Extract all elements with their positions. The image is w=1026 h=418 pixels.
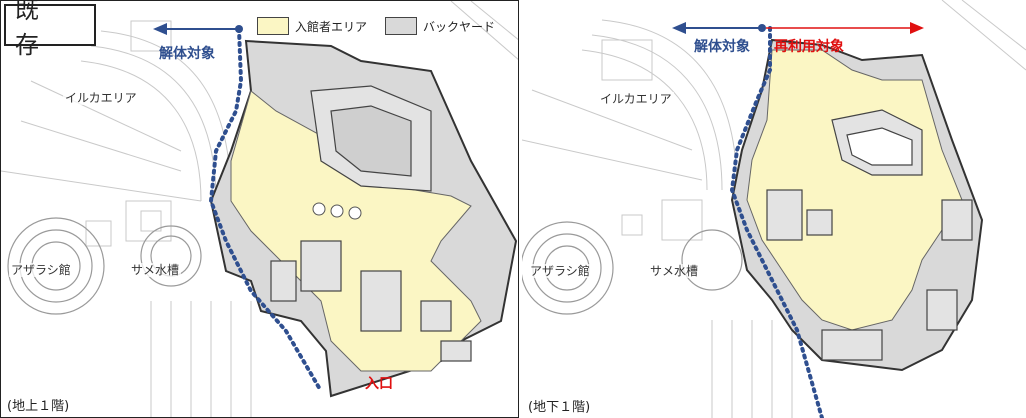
demolish-arrow-right xyxy=(672,22,686,34)
visitor-area-right xyxy=(746,49,963,331)
shark-tank-label-right: サメ水槽 xyxy=(648,264,701,278)
entrance-label: 入口 xyxy=(365,376,393,392)
backyard-swatch xyxy=(385,17,417,35)
floor-label-left: (地上１階) xyxy=(7,399,70,414)
visitor-area-swatch xyxy=(257,17,289,35)
basement-floor-plan-panel: 解体対象 再利用対象 イルカエリア アザラシ館 サメ水槽 (地下１階) xyxy=(522,0,1026,418)
floor-label-right: (地下１階) xyxy=(528,400,591,415)
dolphin-area-label-right: イルカエリア xyxy=(598,92,674,106)
existing-title: 既 存 xyxy=(4,1,96,59)
dolphin-area-label-left: イルカエリア xyxy=(63,91,139,105)
floor-plan-drawing-right xyxy=(522,0,1026,418)
existing-floor-plan-panel: 既 存 入館者エリア バックヤード 解体対象 イルカエリア アザラシ館 サメ水槽… xyxy=(0,0,519,418)
demolish-label-left: 解体対象 xyxy=(159,46,215,62)
demolish-label-right: 解体対象 xyxy=(694,39,750,55)
shark-tank-label-left: サメ水槽 xyxy=(129,263,182,277)
demolish-arrow-left xyxy=(153,23,167,35)
legend-visitor-label: 入館者エリア xyxy=(295,19,368,34)
reuse-arrow xyxy=(910,22,924,34)
legend-visitor-area: 入館者エリア xyxy=(257,17,367,35)
seal-house-label-left: アザラシ館 xyxy=(9,263,73,277)
reuse-label: 再利用対象 xyxy=(774,39,844,55)
legend-backyard: バックヤード xyxy=(385,17,495,35)
floor-plan-drawing-left xyxy=(1,1,518,417)
demolition-boundary-right xyxy=(729,26,824,418)
seal-house-label-right: アザラシ館 xyxy=(528,264,592,278)
legend-backyard-label: バックヤード xyxy=(423,19,496,34)
demolition-boundary-left xyxy=(208,27,323,393)
